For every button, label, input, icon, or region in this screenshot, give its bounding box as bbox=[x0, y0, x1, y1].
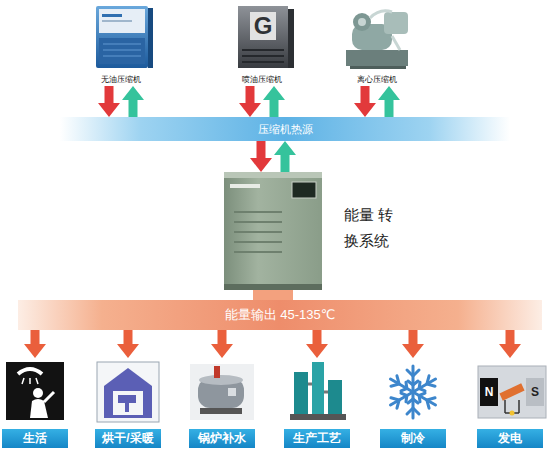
heat-source-band: 压缩机热源 bbox=[60, 117, 510, 141]
flow-arrow bbox=[246, 86, 255, 103]
application-label: 发电 bbox=[477, 429, 543, 448]
unit-label: 无油压缩机 bbox=[75, 74, 167, 86]
unit-label: 喷油压缩机 bbox=[216, 74, 308, 86]
application-label: 烘干/采暖 bbox=[95, 429, 161, 448]
generator-icon bbox=[478, 366, 546, 418]
pole-letter: S bbox=[531, 385, 539, 399]
flow-arrow bbox=[124, 330, 133, 344]
application-label: 制冷 bbox=[380, 429, 446, 448]
application-unit: 锅炉补水 bbox=[188, 358, 256, 448]
heating-icon bbox=[97, 362, 159, 422]
conversion-machine-image bbox=[224, 172, 322, 290]
application-unit: 生产工艺 bbox=[283, 358, 351, 448]
system-label: 能量 转换系统 bbox=[344, 202, 408, 254]
flow-arrow bbox=[506, 330, 515, 344]
application-label: 生活 bbox=[2, 429, 68, 448]
centrifugal-compressor-image bbox=[346, 11, 408, 69]
application-unit: 制冷 bbox=[379, 358, 447, 448]
flow-arrow bbox=[218, 330, 227, 344]
process-plant-icon bbox=[290, 362, 346, 420]
pole-letter: N bbox=[485, 385, 494, 399]
conversion-unit: 能量 转换系统 bbox=[224, 172, 322, 290]
flow-arrow bbox=[385, 100, 394, 117]
flow-arrow bbox=[105, 86, 114, 103]
flow-arrow bbox=[31, 330, 40, 344]
application-label: 锅炉补水 bbox=[189, 429, 255, 448]
flow-arrow bbox=[409, 330, 418, 344]
flow-arrow bbox=[129, 100, 138, 117]
boiler-icon bbox=[190, 364, 254, 420]
application-unit: 烘干/采暖 bbox=[94, 358, 162, 448]
oil-injected-compressor-image bbox=[238, 6, 294, 68]
flow-arrow bbox=[313, 330, 322, 344]
flow-arrow bbox=[257, 141, 266, 158]
flow-arrow bbox=[361, 86, 370, 103]
application-label: 生产工艺 bbox=[284, 429, 350, 448]
unit-label: 离心压缩机 bbox=[328, 74, 426, 86]
output-pipe bbox=[253, 290, 293, 300]
flow-arrow bbox=[270, 100, 279, 117]
oil-free-compressor-image bbox=[96, 6, 153, 68]
application-unit: 发电 bbox=[476, 358, 544, 448]
output-band: 能量输出 45-135℃ bbox=[18, 300, 542, 330]
snowflake-icon bbox=[387, 366, 438, 418]
compressor-unit: 无油压缩机 bbox=[85, 2, 157, 86]
flow-arrow bbox=[281, 155, 290, 172]
band-label: 能量输出 45-135℃ bbox=[18, 300, 542, 330]
shower-icon bbox=[6, 362, 64, 420]
application-unit: 生活 bbox=[1, 358, 69, 448]
band-label: 压缩机热源 bbox=[60, 117, 510, 141]
logo-letter: G bbox=[254, 12, 273, 40]
compressor-unit: 离心压缩机 bbox=[338, 2, 416, 86]
